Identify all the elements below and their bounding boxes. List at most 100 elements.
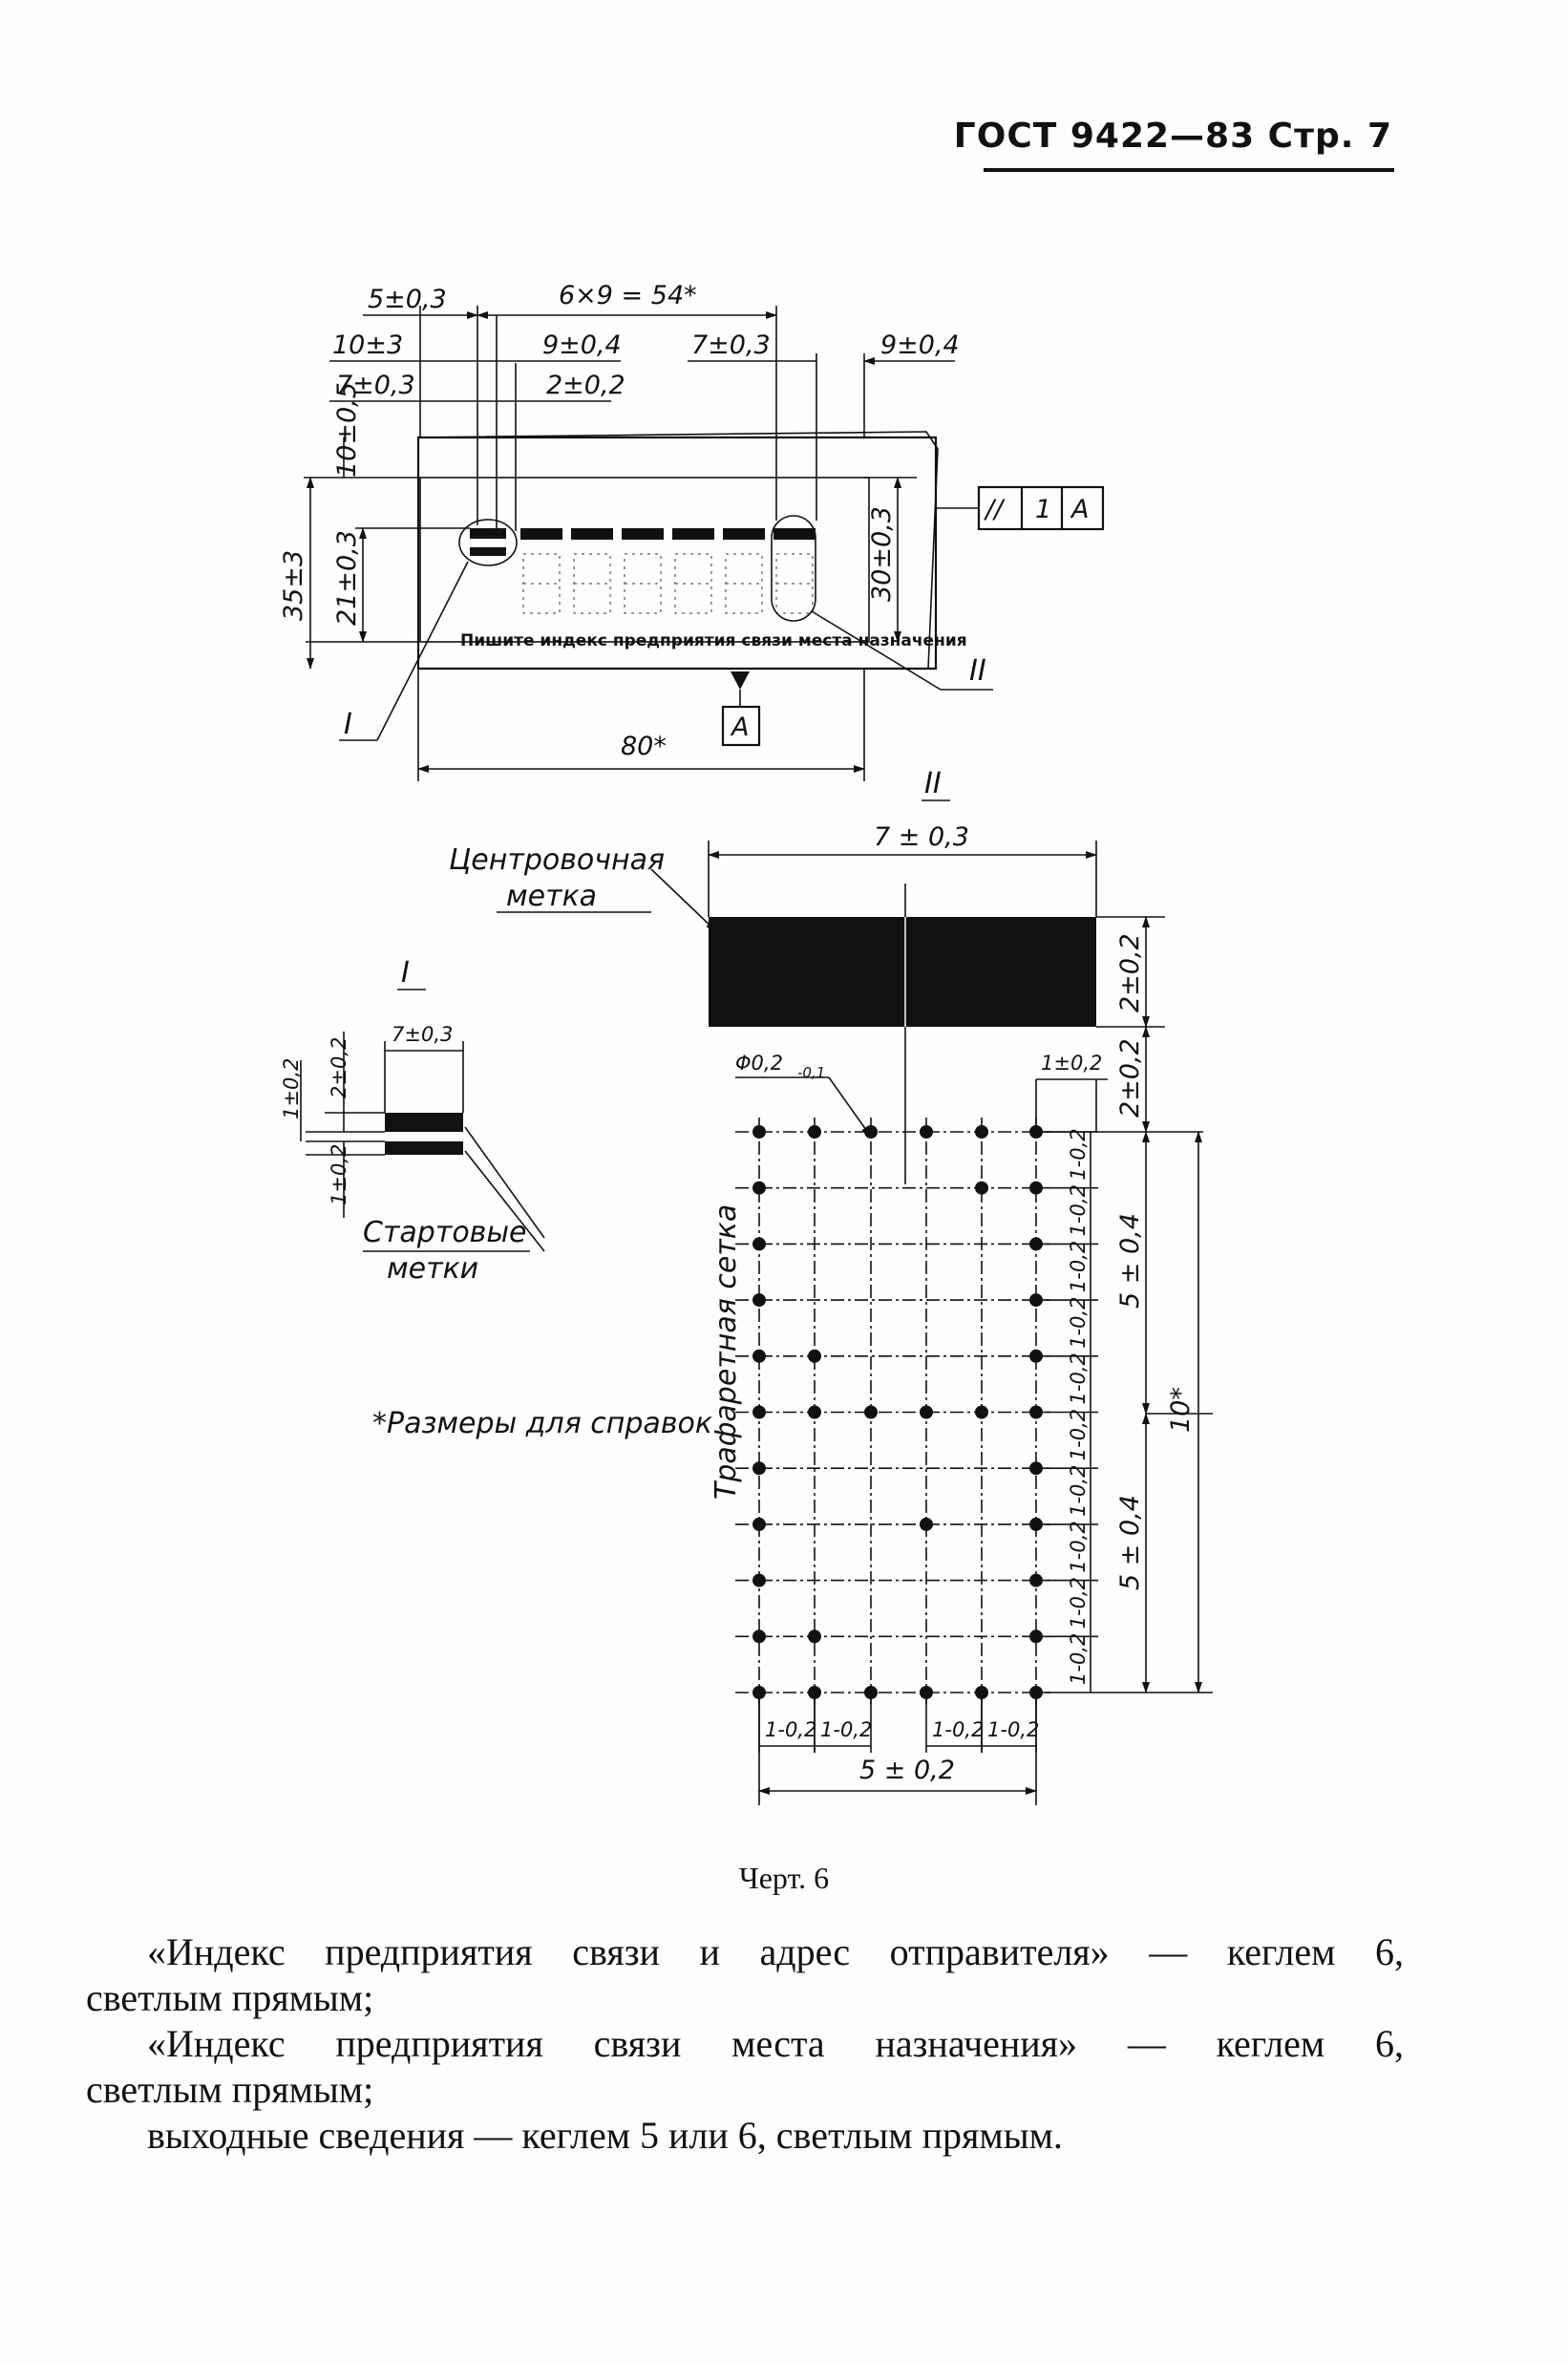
center-mark bbox=[773, 528, 816, 540]
dim-30: 30±0,3 bbox=[867, 506, 897, 602]
dim-35: 35±3 bbox=[279, 550, 308, 621]
step-dim: 1-0,2 bbox=[987, 1718, 1039, 1741]
dim-21: 21±0,3 bbox=[332, 530, 362, 626]
start-marks-label-1: Стартовые bbox=[363, 1216, 527, 1249]
grid-dot bbox=[808, 1629, 821, 1644]
grid-dot bbox=[752, 1405, 766, 1419]
tolerance-symbol: // bbox=[984, 495, 1006, 524]
paragraph-2-cont: светлым прямым; bbox=[86, 2068, 374, 2111]
page-header: ГОСТ 9422—83 Стр. 7 bbox=[953, 117, 1392, 156]
grid-dot bbox=[975, 1181, 988, 1195]
dot-diameter: Φ0,2 bbox=[735, 1052, 783, 1075]
index-field-frame bbox=[419, 477, 870, 643]
step-dim: 1-0,2 bbox=[1067, 1241, 1090, 1292]
leader bbox=[650, 868, 717, 932]
detail-ii-h2: 2±0,2 bbox=[1115, 1038, 1145, 1118]
detail-i-d3: 1±0,2 bbox=[328, 1144, 350, 1205]
centering-label-2: метка bbox=[506, 880, 597, 913]
detail-ii-title: II bbox=[924, 767, 942, 800]
main-figure: Пишите индекс предприятия связи места на… bbox=[279, 281, 1105, 781]
grid-dot bbox=[752, 1349, 766, 1363]
grid-dot bbox=[864, 1125, 878, 1139]
tolerance-frame bbox=[977, 485, 1105, 531]
step-dim: 1-0,2 bbox=[1067, 1184, 1090, 1236]
center-mark bbox=[622, 528, 664, 540]
total-height: 10* bbox=[1166, 1387, 1196, 1433]
step-dims: 1-0,2 1-0,2 1-0,2 1-0,2 1-0,2 1-0,2 1-0,2 1-0,2… bbox=[1036, 1128, 1098, 1693]
leader bbox=[464, 1150, 545, 1252]
grid-dot bbox=[920, 1517, 933, 1531]
dim-10-5: 10±0,5 bbox=[332, 382, 362, 478]
datum-letter: A bbox=[730, 713, 749, 742]
center-mark bbox=[520, 528, 562, 540]
detail-i: I 7±0,3 2±0,2 1±0,2 1±0,2 Стартовые метк… bbox=[280, 956, 545, 1286]
grid-dot bbox=[752, 1573, 766, 1587]
paragraph-2: «Индекс предприятия связи места назначен… bbox=[147, 2022, 1404, 2065]
dot-diameter-tol: -0,1 bbox=[797, 1064, 825, 1081]
header-rule bbox=[984, 168, 1394, 172]
centering-mark bbox=[709, 917, 1096, 1027]
datum-triangle bbox=[731, 671, 750, 690]
grid-dot bbox=[752, 1461, 766, 1476]
grid-dot bbox=[752, 1293, 766, 1308]
center-mark bbox=[571, 528, 613, 540]
dim-7b: 7±0,3 bbox=[336, 371, 415, 400]
dim-2: 2±0,2 bbox=[546, 371, 625, 400]
grid-label: Трафаретная сетка bbox=[710, 1204, 743, 1500]
start-mark bbox=[470, 547, 506, 556]
grid-dot bbox=[920, 1405, 933, 1419]
leader bbox=[828, 1076, 872, 1138]
technical-drawing: Пишите индекс предприятия связи места на… bbox=[279, 281, 1213, 1805]
step-dim: 1-0,2 bbox=[1067, 1409, 1090, 1460]
paragraph-3: выходные сведения — кеглем 5 или 6, свет… bbox=[147, 2114, 1063, 2157]
dim-7a: 7±0,3 bbox=[691, 330, 771, 360]
leader bbox=[464, 1126, 545, 1239]
paragraph-1: «Индекс предприятия связи и адрес отправ… bbox=[147, 1930, 1404, 1973]
detail-i-title: I bbox=[401, 956, 410, 990]
step-dim: 1-0,2 bbox=[932, 1718, 984, 1741]
view-i-label: I bbox=[344, 708, 352, 741]
step-dim: 1-0,2 bbox=[1067, 1577, 1090, 1629]
detail-i-width: 7±0,3 bbox=[392, 1023, 453, 1046]
half-height-2: 5 ± 0,4 bbox=[1115, 1495, 1145, 1590]
dim-80: 80* bbox=[621, 732, 667, 761]
grid-dot bbox=[864, 1405, 878, 1419]
step-dim: 1-0,2 bbox=[1067, 1521, 1090, 1572]
grid-dot bbox=[752, 1237, 766, 1251]
view-ii-label: II bbox=[969, 654, 986, 688]
paragraph-1-cont: светлым прямым; bbox=[86, 1976, 374, 2019]
total-width: 5 ± 0,2 bbox=[859, 1756, 955, 1785]
centering-label-1: Центровочная bbox=[449, 843, 665, 877]
start-marks-label-2: метки bbox=[387, 1252, 478, 1286]
step-dim: 1-0,2 bbox=[1067, 1465, 1090, 1517]
window-outline bbox=[416, 436, 938, 671]
grid-dot bbox=[920, 1125, 933, 1139]
grid-dot bbox=[752, 1629, 766, 1644]
step-dim: 1-0,2 bbox=[820, 1718, 872, 1741]
center-mark bbox=[672, 528, 714, 540]
detail-ii-small: 1±0,2 bbox=[1041, 1052, 1102, 1075]
step-dim: 1-0,2 bbox=[765, 1718, 816, 1741]
view-i-circle bbox=[458, 519, 518, 566]
step-dim: 1-0,2 bbox=[1067, 1633, 1090, 1685]
tolerance-datum: A bbox=[1070, 495, 1089, 524]
start-mark-1 bbox=[385, 1113, 463, 1132]
leader-ii bbox=[811, 610, 942, 691]
index-field-label: Пишите индекс предприятия связи места на… bbox=[460, 631, 967, 650]
dim-5: 5±0,3 bbox=[368, 285, 447, 314]
grid-dot bbox=[752, 1181, 766, 1195]
tolerance-value: 1 bbox=[1035, 495, 1051, 524]
grid-dot bbox=[808, 1125, 821, 1139]
grid-dot bbox=[808, 1349, 821, 1363]
detail-i-d2: 1±0,2 bbox=[280, 1058, 303, 1119]
center-mark bbox=[723, 528, 765, 540]
figure-caption: Черт. 6 bbox=[738, 1861, 830, 1895]
grid-dot bbox=[975, 1125, 988, 1139]
start-mark bbox=[470, 528, 506, 539]
stencil-grid bbox=[735, 1118, 1050, 1705]
dim-9a: 9±0,4 bbox=[542, 330, 622, 360]
step-dim: 1-0,2 bbox=[1067, 1128, 1090, 1180]
body-text: «Индекс предприятия связи и адрес отправ… bbox=[86, 1929, 1404, 2159]
detail-ii-width: 7 ± 0,3 bbox=[874, 822, 969, 852]
